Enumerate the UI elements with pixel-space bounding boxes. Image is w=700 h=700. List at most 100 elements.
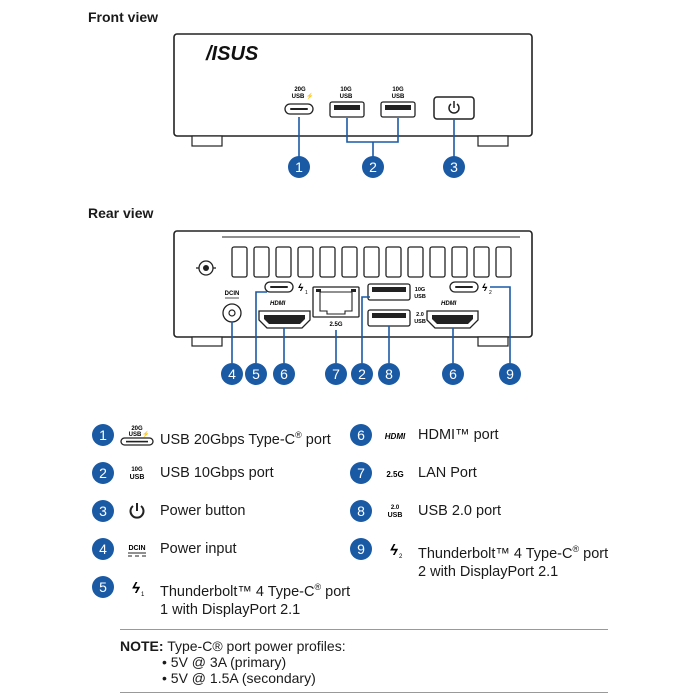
svg-text:10G: 10G: [131, 467, 143, 473]
vent-slot: [429, 246, 446, 278]
legend-badge: 2: [92, 462, 114, 484]
rear-callout-badge-circle: [351, 363, 373, 385]
dcin-icon: DCIN: [114, 538, 160, 560]
svg-text:USB: USB: [292, 94, 305, 100]
note-line-secondary: • 5V @ 1.5A (secondary): [162, 670, 316, 686]
legend-badge: 4: [92, 538, 114, 560]
rear-usb-10g-port: 10G USB: [367, 283, 426, 301]
svg-text:1: 1: [295, 159, 303, 175]
rear-thunderbolt-2-port: ϟ 2: [449, 281, 492, 296]
front-view-heading: Front view: [88, 9, 159, 25]
front-power-button: [433, 96, 475, 120]
vent-slot: [451, 246, 468, 278]
front-usb-10g-port-a: 10G USB: [329, 87, 365, 118]
svg-text:DCIN: DCIN: [225, 291, 240, 297]
vent-slot: [407, 246, 424, 278]
legend-text: HDMI™ port: [418, 427, 499, 443]
svg-text:ϟ: ϟ: [298, 283, 304, 294]
svg-text:DCIN: DCIN: [128, 545, 145, 552]
legend-badge: 5: [92, 576, 114, 598]
legend-text: Power button: [160, 503, 246, 519]
note-line-primary: • 5V @ 3A (primary): [162, 654, 287, 670]
rear-callout-badge-circle: [378, 363, 400, 385]
vent-slot: [253, 246, 270, 278]
svg-text:20G: 20G: [131, 426, 143, 432]
rear-callout-badge-circle: [499, 363, 521, 385]
svg-text:USB: USB: [414, 294, 426, 300]
device-diagram: /ISUS 20G USB ⚡ 10G USB 10G USB 1 2: [173, 33, 533, 385]
power-icon: [114, 500, 160, 522]
svg-text:⚡: ⚡: [306, 92, 313, 100]
rear-callout-badge-number: 6: [449, 366, 457, 382]
rear-callout-badge-circle: [273, 363, 295, 385]
rear-callout-badge-number: 5: [252, 366, 260, 382]
rear-hdmi-port-2: HDMI: [426, 301, 479, 329]
vent-slot: [319, 246, 336, 278]
vent-slot: [275, 246, 292, 278]
vent-slot: [385, 246, 402, 278]
rear-vents: [222, 236, 520, 278]
legend-text: USB 10Gbps port: [160, 465, 274, 481]
rear-callout-badge-number: 8: [385, 366, 393, 382]
rear-callout-badge-number: 4: [228, 366, 236, 382]
vent-slot: [231, 246, 248, 278]
hdmi-icon: HDMI: [372, 424, 418, 446]
rear-callout-badge-circle: [442, 363, 464, 385]
rear-lan-port: 2.5G: [312, 286, 360, 328]
legend-text: LAN Port: [418, 465, 477, 481]
legend-text: USB 2.0 port: [418, 503, 502, 519]
front-usb-20g-port: 20G USB ⚡: [284, 87, 314, 115]
svg-text:USB: USB: [414, 319, 426, 325]
svg-text:10G: 10G: [340, 87, 352, 93]
front-usb-10g-port-b: 10G USB: [380, 87, 416, 118]
svg-text:ϟ: ϟ: [390, 542, 399, 559]
vent-slot: [495, 246, 512, 278]
svg-text:1: 1: [305, 290, 308, 296]
svg-text:2.0: 2.0: [391, 505, 400, 511]
svg-text:USB: USB: [388, 512, 403, 519]
front-callout-badges: 1 2 3: [288, 156, 465, 178]
note-intro: Type-C® port power profiles:: [167, 638, 346, 654]
rear-hdmi-port-1: HDMI: [258, 301, 311, 329]
vent-slot: [297, 246, 314, 278]
svg-text:2: 2: [369, 159, 377, 175]
rear-callout-badge-number: 2: [358, 366, 366, 382]
rear-callout-badge-circle: [325, 363, 347, 385]
rear-view-heading: Rear view: [88, 205, 154, 221]
svg-text:2.0: 2.0: [416, 312, 424, 318]
lan-2.5g-icon: 2.5G: [372, 462, 418, 484]
legend-item-6: 6 HDMI HDMI™ port: [350, 424, 499, 446]
legend-badge: 6: [350, 424, 372, 446]
rear-callout-badge-circle: [221, 363, 243, 385]
svg-text:2: 2: [399, 554, 403, 560]
front-callout-lines: [298, 117, 455, 157]
note-box: NOTE: Type-C® port power profiles: • 5V …: [120, 629, 608, 693]
svg-text:HDMI: HDMI: [270, 301, 286, 307]
svg-text:USB: USB: [340, 94, 353, 100]
rear-dcin-port: DCIN: [222, 291, 242, 323]
svg-text:USB: USB: [392, 94, 405, 100]
svg-text:10G: 10G: [392, 87, 404, 93]
legend-badge: 9: [350, 538, 372, 560]
svg-text:HDMI: HDMI: [385, 432, 406, 441]
rear-callout-badge-number: 7: [332, 366, 340, 382]
svg-text:HDMI: HDMI: [441, 301, 457, 307]
svg-text:2.5G: 2.5G: [386, 470, 403, 479]
rear-callout-badge-number: 9: [506, 366, 514, 382]
rear-security-lock: [196, 260, 216, 276]
svg-text:USB: USB: [130, 474, 145, 481]
svg-text:2: 2: [489, 290, 492, 296]
note-label: NOTE:: [120, 638, 164, 654]
vent-slot: [363, 246, 380, 278]
